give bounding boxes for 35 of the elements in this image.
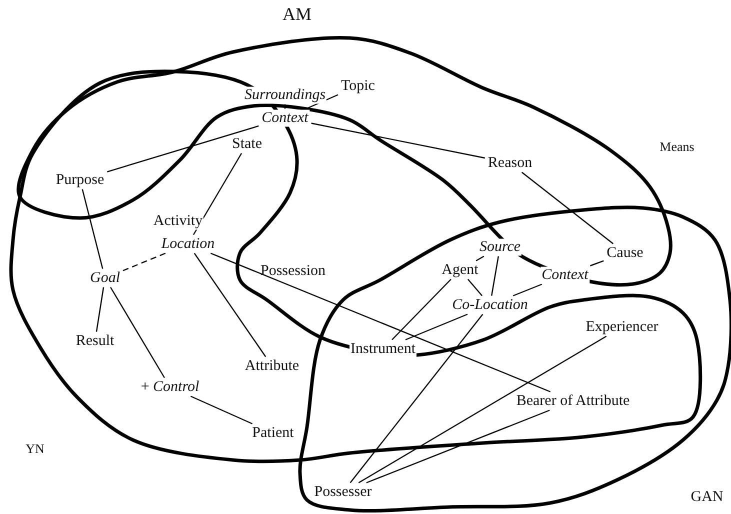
connector-line bbox=[366, 410, 550, 484]
connector-line bbox=[358, 336, 607, 484]
connector-line bbox=[110, 286, 165, 378]
connector-line bbox=[491, 256, 499, 296]
role-label: Experiencer bbox=[584, 318, 660, 336]
region-label: GAN bbox=[690, 488, 724, 506]
role-label: Context bbox=[260, 110, 310, 126]
connector-line bbox=[107, 125, 259, 172]
role-label: Topic bbox=[340, 78, 376, 94]
role-label: Purpose bbox=[54, 172, 106, 188]
connector-line bbox=[467, 278, 483, 296]
region-title: AM bbox=[282, 5, 312, 25]
connector-line bbox=[96, 287, 104, 332]
region-label: Possession bbox=[259, 262, 327, 280]
connector-line bbox=[311, 122, 486, 159]
connector-line bbox=[210, 252, 551, 392]
region-label: Means bbox=[658, 140, 696, 154]
connector-line bbox=[521, 172, 614, 244]
connector-line bbox=[405, 314, 468, 340]
connector-line bbox=[590, 260, 604, 266]
connector-line bbox=[190, 396, 253, 424]
connector-line bbox=[392, 278, 452, 340]
role-label: Context bbox=[540, 266, 590, 284]
role-label: Activity bbox=[152, 212, 204, 230]
connector-line bbox=[350, 314, 484, 484]
connector-line bbox=[194, 252, 266, 358]
role-label: Source bbox=[478, 238, 522, 256]
role-label: Surroundings bbox=[243, 86, 327, 104]
region-label: YN bbox=[24, 442, 46, 456]
connector-line bbox=[512, 284, 542, 296]
role-label: Instrument bbox=[350, 340, 416, 358]
role-label: Agent bbox=[440, 262, 480, 278]
connector-line bbox=[82, 189, 104, 269]
connector-line bbox=[122, 252, 166, 272]
connector-line bbox=[476, 256, 484, 262]
